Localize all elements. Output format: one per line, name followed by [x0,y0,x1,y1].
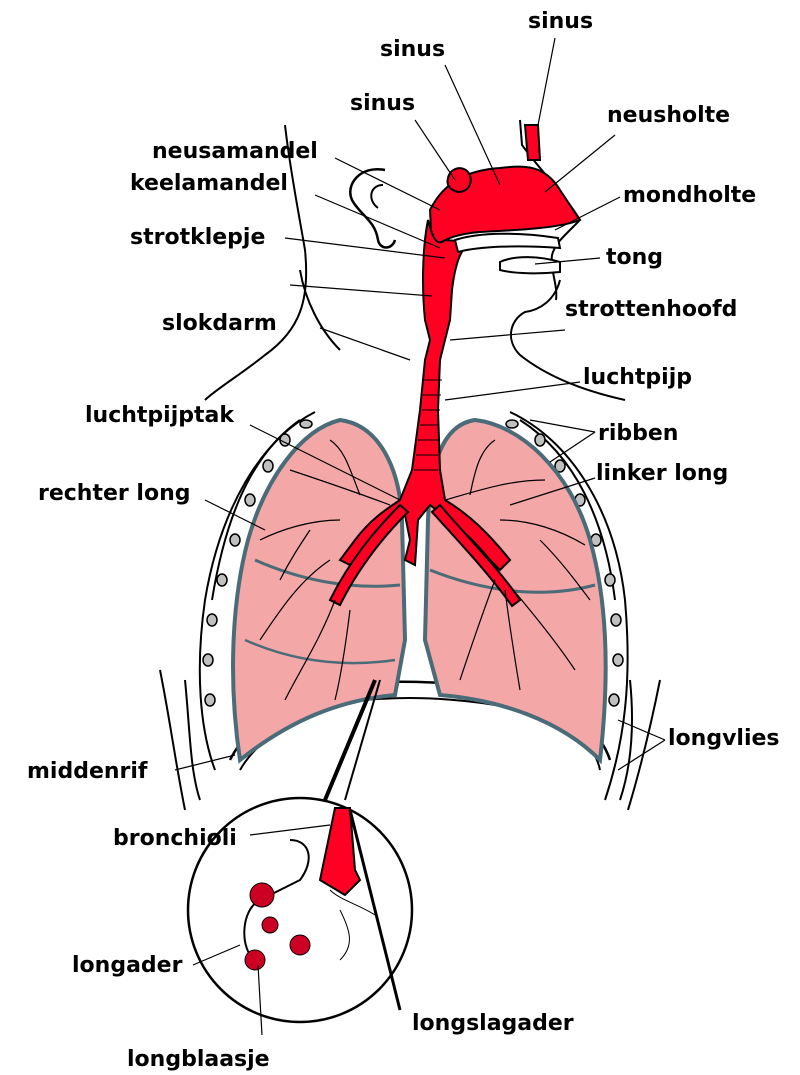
mouth-tongue [455,234,560,274]
label-longblaasje: longblaasje [127,1047,270,1072]
label-tong: tong [606,245,663,270]
label-longader: longader [72,953,183,978]
label-strotklepje: strotklepje [130,225,265,250]
label-linker-long: linker long [596,461,728,486]
label-luchtpijp: luchtpijp [583,365,692,390]
label-strottenhoofd: strottenhoofd [565,297,737,322]
label-longslagader: longslagader [412,1011,574,1036]
label-slokdarm: slokdarm [162,311,277,336]
alveoli-inset [188,680,412,1022]
label-ribben: ribben [598,421,678,446]
label-luchtpijptak: luchtpijptak [85,403,235,428]
label-sinus-left: sinus [350,91,415,116]
label-sinus-middle: sinus [380,37,445,62]
label-bronchioli: bronchioli [113,826,237,851]
label-rechter-long: rechter long [38,481,191,506]
label-mondholte: mondholte [623,183,756,208]
label-longvlies: longvlies [668,726,780,751]
label-neusholte: neusholte [607,103,730,128]
label-neusamandel: neusamandel [152,139,318,164]
label-sinus-top: sinus [528,9,593,34]
label-middenrif: middenrif [27,759,148,784]
right-lung [233,420,405,760]
label-keelamandel: keelamandel [130,171,288,196]
